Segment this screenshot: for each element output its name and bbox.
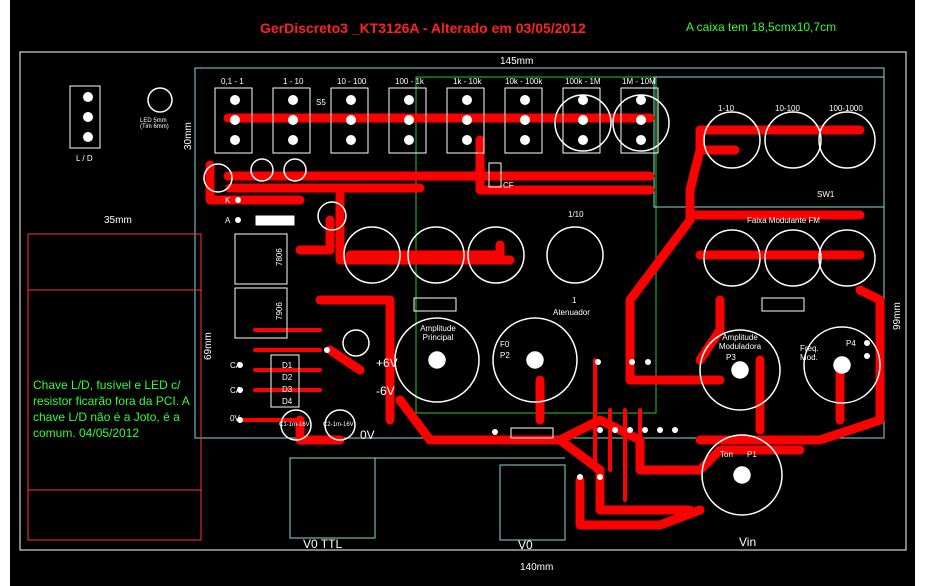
amp-mod-label: Amplitude Moduladora xyxy=(718,333,762,351)
sw1-label: SW1 xyxy=(817,190,835,199)
p2-label: P2 xyxy=(500,351,510,360)
small-pads xyxy=(235,197,870,480)
pcb-note: Chave L/D, fusível e LED c/ resistor fic… xyxy=(33,378,190,440)
amp-main-label: Amplitude Principal xyxy=(420,324,456,342)
range-label: 10k - 100k xyxy=(505,77,543,86)
plus6-label: +6V xyxy=(376,356,398,370)
reg-7806: 7806 xyxy=(275,248,284,266)
range-switches xyxy=(69,85,659,154)
ov-pad-label: 0V xyxy=(230,414,240,423)
left-red-box-top xyxy=(27,233,202,291)
dim-left-69: 69mm xyxy=(203,332,214,360)
left-edge xyxy=(0,0,10,586)
attenuator-label: Atenuador xyxy=(553,308,590,317)
s5-label: S5 xyxy=(316,98,326,107)
ton-label: Ton xyxy=(720,450,733,459)
v0ttl-box xyxy=(289,457,376,539)
freq-mod-label: Freq. Mod. xyxy=(800,344,819,362)
p1-label: P1 xyxy=(747,450,757,459)
fm-range-label: 100-1000 xyxy=(829,104,863,113)
fm-range-label: 1-10 xyxy=(718,104,735,113)
pots xyxy=(147,87,881,516)
cf-label: CF xyxy=(503,181,514,190)
cap-c2: C2-1m-16V xyxy=(323,422,354,428)
trace-layer xyxy=(205,113,885,530)
board-outline xyxy=(19,51,907,551)
p4-label: P4 xyxy=(846,339,856,348)
range-label: 100k - 1M xyxy=(565,77,601,86)
ca2-label: CA xyxy=(230,386,242,395)
fm-frame xyxy=(653,76,885,208)
range-label: 10 - 100 xyxy=(337,77,367,86)
regulators xyxy=(234,162,805,439)
dim-top: 145mm xyxy=(500,56,534,67)
range-label: 1M - 10M xyxy=(622,77,656,86)
reg-7906: 7906 xyxy=(275,302,284,320)
ca1-label: CA xyxy=(230,361,242,370)
dim-right-99: 99mm xyxy=(892,302,903,330)
dim-left-30: 30mm xyxy=(183,122,194,150)
cap-c1: C1-1m-16V xyxy=(279,422,310,428)
f0-label: F0 xyxy=(500,340,510,349)
attenuator-one: 1 xyxy=(572,296,577,305)
diode-d1: D1 xyxy=(282,361,293,370)
fm-range-label: 10-100 xyxy=(775,104,800,113)
attenuator-ratio: 1/10 xyxy=(568,210,584,219)
fm-band-label: Faixa Modulante FM xyxy=(747,216,820,225)
dim-left-width: 35mm xyxy=(104,215,132,226)
right-edge xyxy=(915,0,925,586)
v0-box xyxy=(499,464,566,541)
range-label: 0,1 - 1 xyxy=(221,77,244,86)
v0-label: V0 xyxy=(518,538,533,552)
range-label: 100 - 1k xyxy=(395,77,424,86)
a-pad-label: A xyxy=(225,216,231,225)
diode-d4: D4 xyxy=(282,397,293,406)
case-size-note: A caixa tem 18,5cmx10,7cm xyxy=(686,20,837,34)
diode-d2: D2 xyxy=(282,373,293,382)
range-label: 1k - 10k xyxy=(453,77,482,86)
vin-label: Vin xyxy=(739,535,757,549)
minus6-label: -6V xyxy=(376,384,395,398)
dim-bottom: 140mm xyxy=(520,562,554,573)
p3-label: P3 xyxy=(726,353,736,362)
led-note: LED 5mm (Tim 6mm) xyxy=(140,118,169,130)
k-pad-label: K xyxy=(225,196,231,205)
diode-d3: D3 xyxy=(282,385,293,394)
trace-layer-thin xyxy=(238,328,642,502)
range-label: 1 - 10 xyxy=(283,77,304,86)
v0-ttl-label: V0 TTL xyxy=(303,537,343,551)
left-red-box-bottom xyxy=(27,489,202,541)
pad-dots xyxy=(83,92,646,145)
zero-v-label: 0V xyxy=(360,428,375,442)
board-title: GerDiscreto3 _KT3126A - Alterado em 03/0… xyxy=(260,20,586,36)
ld-switch-label: L / D xyxy=(76,154,93,163)
